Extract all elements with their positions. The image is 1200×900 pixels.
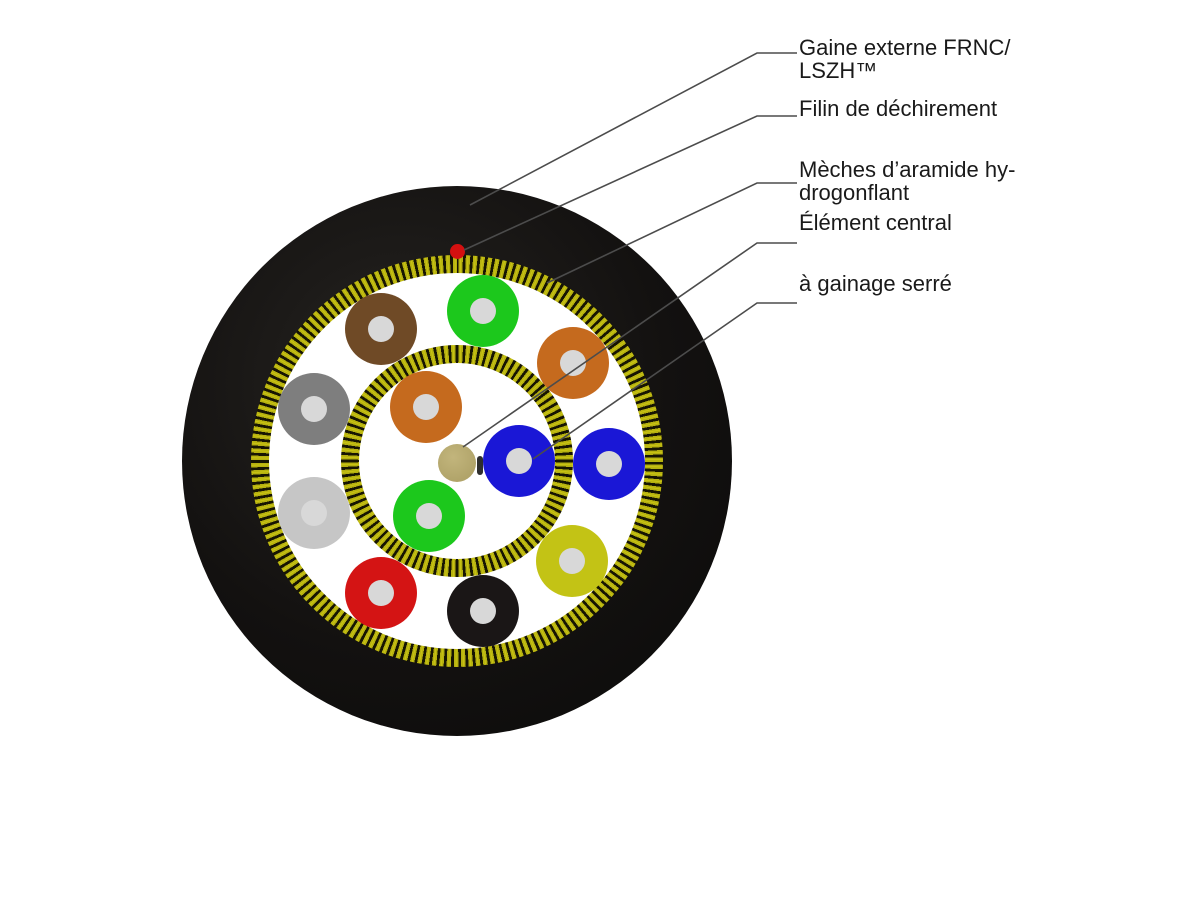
label-gaine-externe: Gaine externe FRNC/ LSZH™ <box>799 36 1011 82</box>
fiber-inner-green-core <box>415 503 442 530</box>
label-meches-aramide: Mèches d’aramide hy- drogonflant <box>799 158 1015 204</box>
label-line: drogonflant <box>799 180 910 205</box>
fiber-inner-blue-core <box>506 448 532 474</box>
label-line: à gainage serré <box>799 271 952 296</box>
label-element-central: Élément central <box>799 211 952 234</box>
central-element-link <box>477 456 483 475</box>
leader-line-gaine-externe <box>469 52 797 206</box>
fiber-outer-yellow-core <box>558 547 585 574</box>
leader-line-meches-aramide <box>546 182 797 284</box>
leader-line-element-central <box>462 242 797 448</box>
fiber-outer-red-core <box>368 579 394 606</box>
label-line: Mèches d’aramide hy- <box>799 157 1016 182</box>
fiber-outer-blue-core <box>595 450 622 477</box>
central-element <box>438 444 476 482</box>
label-line: Élément central <box>799 210 952 235</box>
fiber-inner-orange-core <box>413 394 439 421</box>
fiber-outer-orange-core <box>560 350 587 377</box>
leader-line-gainage-serre <box>532 302 797 460</box>
fiber-outer-green-core <box>470 298 497 325</box>
fiber-outer-lightgray-core <box>301 499 328 526</box>
rip-cord-dot <box>449 243 465 259</box>
label-gainage-serre: à gainage serré <box>799 272 952 295</box>
label-line: Gaine externe FRNC/ <box>799 35 1011 60</box>
leader-line-filin-dechirement <box>463 115 797 251</box>
label-line: Filin de déchirement <box>799 96 998 121</box>
fiber-outer-black-core <box>470 597 497 624</box>
label-filin-dechirement: Filin de déchirement <box>799 97 997 120</box>
fiber-outer-brown-core <box>368 316 394 343</box>
label-line: LSZH™ <box>799 58 878 83</box>
fiber-outer-gray-core <box>301 396 328 422</box>
